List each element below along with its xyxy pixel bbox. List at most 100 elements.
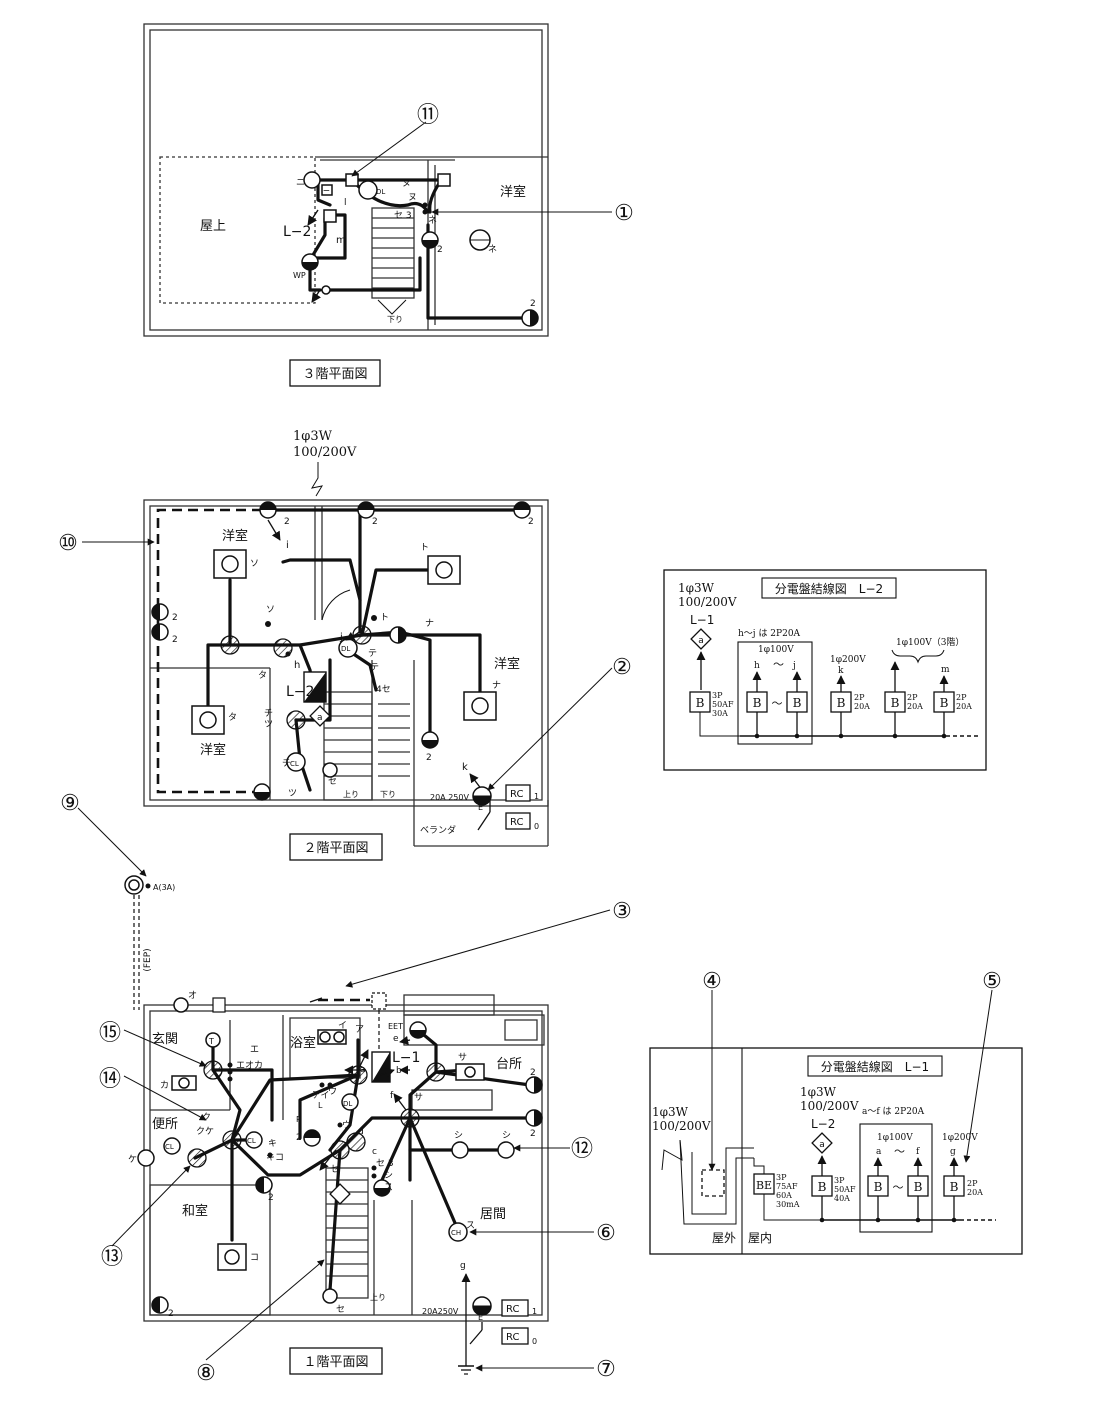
switch-3f xyxy=(321,285,331,295)
svg-text:B: B xyxy=(837,696,846,710)
svg-text:浴室: 浴室 xyxy=(290,1035,316,1051)
svg-text:A(3A): A(3A) xyxy=(153,883,175,892)
svg-text:シ: シ xyxy=(384,1171,393,1181)
svg-text:a: a xyxy=(819,1140,825,1150)
svg-text:DL: DL xyxy=(343,1100,352,1108)
callout-1: ① xyxy=(614,201,634,226)
svg-text:f: f xyxy=(916,1147,920,1157)
svg-text:ナ: ナ xyxy=(492,680,501,691)
svg-text:屋外: 屋外 xyxy=(712,1231,736,1245)
svg-text:ナ: ナ xyxy=(425,618,434,629)
supply-2f-2: 100/200V xyxy=(293,445,357,460)
svg-text:2: 2 xyxy=(426,753,432,763)
svg-text:2P: 2P xyxy=(956,693,967,702)
svg-text:d: d xyxy=(358,1127,364,1137)
svg-text:ツ: ツ xyxy=(264,720,273,730)
svg-text:m: m xyxy=(336,235,346,246)
svg-text:2: 2 xyxy=(172,613,178,623)
svg-text:i: i xyxy=(286,540,289,551)
svg-text:エオカ: エオカ xyxy=(236,1060,263,1071)
junction-box xyxy=(437,173,451,187)
svg-text:a: a xyxy=(360,1065,366,1075)
svg-text:0: 0 xyxy=(532,1337,537,1346)
svg-text:g: g xyxy=(950,1147,956,1157)
svg-text:60A: 60A xyxy=(776,1191,792,1200)
svg-text:テ: テ xyxy=(368,648,377,659)
callout-13: ⑬ xyxy=(101,1245,123,1270)
svg-text:セ 3: セ 3 xyxy=(376,1158,394,1169)
svg-text:B: B xyxy=(940,696,949,710)
svg-text:a: a xyxy=(698,636,704,646)
svg-text:2: 2 xyxy=(296,1133,302,1143)
junction-box xyxy=(321,184,333,196)
svg-text:RC: RC xyxy=(506,1304,519,1315)
svg-text:75AF: 75AF xyxy=(776,1182,798,1191)
thermostat-t xyxy=(205,1032,221,1048)
svg-text:ネ: ネ xyxy=(428,215,437,226)
svg-text:100/200V: 100/200V xyxy=(652,1119,711,1133)
svg-text:台所: 台所 xyxy=(496,1057,522,1072)
svg-text:3P: 3P xyxy=(712,691,723,700)
svg-text:チ: チ xyxy=(282,758,291,769)
callout-3: ③ xyxy=(612,899,632,924)
svg-text:2: 2 xyxy=(168,1309,174,1319)
svg-text:〜: 〜 xyxy=(894,1145,905,1158)
svg-text:2: 2 xyxy=(528,517,534,527)
svg-text:セ: セ xyxy=(328,776,337,787)
callout-12: ⑫ xyxy=(571,1137,593,1162)
svg-text:ネ: ネ xyxy=(488,244,497,255)
svg-text:オ: オ xyxy=(188,990,197,1001)
svg-text:1: 1 xyxy=(534,792,539,801)
svg-text:L: L xyxy=(318,1101,323,1110)
svg-text:ヌ: ヌ xyxy=(402,179,411,189)
svg-text:ア: ア xyxy=(355,1025,364,1035)
svg-text:f: f xyxy=(390,1091,394,1101)
svg-text:L−1: L−1 xyxy=(392,1050,420,1066)
svg-text:ケ: ケ xyxy=(128,1154,137,1165)
junction-1f-kitchen xyxy=(426,1062,446,1082)
svg-text:ウ: ウ xyxy=(328,1086,337,1097)
callout-15: ⑮ xyxy=(99,1021,121,1046)
svg-text:RC: RC xyxy=(506,1332,519,1343)
junction-box xyxy=(323,209,337,223)
svg-text:屋内: 屋内 xyxy=(748,1231,772,1245)
svg-text:サ: サ xyxy=(414,1092,423,1103)
svg-text:1φ3W: 1φ3W xyxy=(678,581,715,595)
svg-text:アイ: アイ xyxy=(312,1091,330,1101)
light-shi-2 xyxy=(497,1141,515,1159)
svg-text:ス: ス xyxy=(384,1183,393,1193)
svg-text:2P: 2P xyxy=(967,1179,978,1188)
callouts: ① ② ③ ④ ⑤ ⑥ ⑦ ⑧ ⑨ ⑩ ⑪ ⑫ ⑬ ⑭ ⑮ xyxy=(58,103,1002,1386)
svg-text:2: 2 xyxy=(437,245,443,255)
svg-text:20A: 20A xyxy=(854,702,870,711)
svg-text:B: B xyxy=(818,1180,827,1194)
svg-text:DL: DL xyxy=(341,645,350,653)
svg-text:1φ100V（3階）: 1φ100V（3階） xyxy=(896,637,964,648)
junction-1f-living xyxy=(400,1108,420,1128)
svg-text:ソ: ソ xyxy=(266,605,275,615)
svg-text:CL: CL xyxy=(165,1143,174,1151)
svg-text:ト: ト xyxy=(380,613,389,623)
svg-text:エ: エ xyxy=(250,1045,259,1055)
svg-text:20A: 20A xyxy=(907,702,923,711)
svg-text:B: B xyxy=(891,696,900,710)
svg-text:3P: 3P xyxy=(776,1173,787,1182)
svg-text:洋室: 洋室 xyxy=(222,528,248,544)
svg-text:1φ100V: 1φ100V xyxy=(758,645,794,655)
svg-text:1φ100V: 1φ100V xyxy=(877,1133,913,1143)
svg-text:RC: RC xyxy=(510,817,523,828)
svg-text:ツ: ツ xyxy=(288,789,297,799)
svg-text:j: j xyxy=(339,632,343,643)
svg-text:B: B xyxy=(914,1180,923,1194)
svg-text:30mA: 30mA xyxy=(776,1200,800,1209)
junction-1f-toilet xyxy=(187,1148,207,1168)
svg-text:玄関: 玄関 xyxy=(152,1032,178,1047)
svg-text:RC: RC xyxy=(510,789,523,800)
svg-text:B: B xyxy=(874,1180,883,1194)
floor2-plan: 1φ3W 100/200V xyxy=(143,429,549,861)
junction-2f-1 xyxy=(220,635,240,655)
svg-text:20A: 20A xyxy=(956,702,972,711)
panel-l1-diagram: 分電盤結線図 L−1 1φ3W 100/200V 1φ3W 100/200V B… xyxy=(649,1047,1023,1255)
rc-1f-1 xyxy=(501,1299,529,1317)
room-western-3f: 洋室 xyxy=(500,184,526,200)
